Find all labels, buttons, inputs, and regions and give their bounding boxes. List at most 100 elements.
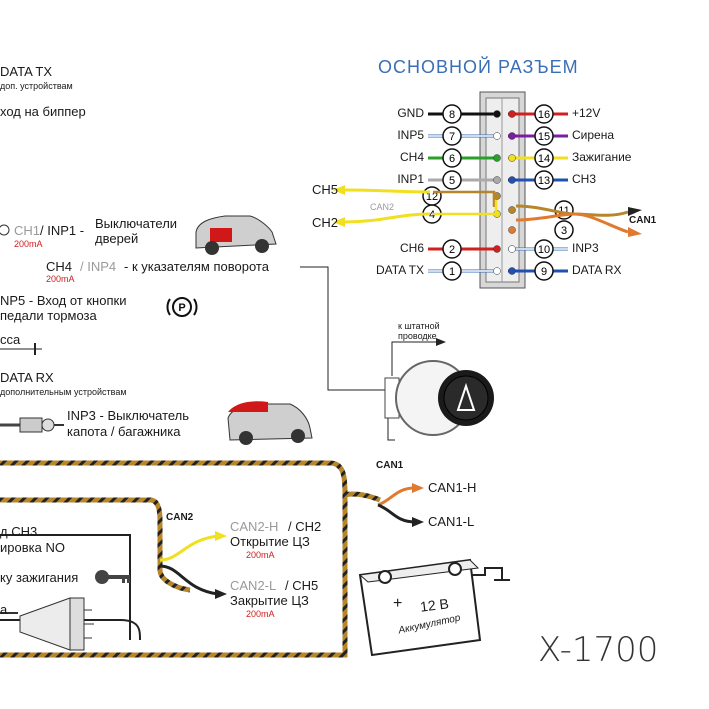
can2-title: CAN2 — [166, 512, 194, 523]
data-tx-label: DATA TX — [0, 64, 53, 79]
pin-1-marker — [442, 261, 462, 281]
pin-2-marker — [442, 239, 462, 259]
inp5-desc2: педали тормоза — [0, 308, 97, 323]
can2-h-current: 200mA — [246, 550, 275, 560]
ignition-key-icon — [95, 570, 130, 584]
pin-16-contact — [508, 110, 516, 118]
pin-label-13: CH3 — [572, 172, 597, 186]
pin-label-16: +12V — [572, 106, 601, 120]
can1-connector-label: CAN1 — [629, 215, 657, 226]
ch4-mid: / INP4 — [80, 259, 117, 274]
pin-label-14: Зажигание — [572, 150, 632, 164]
pin-label-1: DATA TX — [375, 263, 424, 277]
pin-6-contact — [493, 154, 501, 162]
can1-title: CAN1 — [376, 460, 404, 471]
pin-8-contact — [493, 110, 501, 118]
pin-3-number: 3 — [561, 225, 567, 237]
pin-15-marker — [534, 126, 554, 146]
pin-1-number: 1 — [449, 266, 455, 278]
can2-l-grey: CAN2-L — [230, 578, 277, 593]
pin-13-contact — [508, 176, 516, 184]
ch4-current: 200mA — [46, 274, 75, 284]
can2-l-desc: Закрытие ЦЗ — [230, 593, 309, 608]
inp3-desc2: капота / багажника — [67, 424, 181, 439]
pin-10-marker — [534, 239, 554, 259]
pin-12-number: 12 — [426, 191, 438, 203]
battery-plus: + — [393, 595, 403, 612]
pin-6-marker — [442, 148, 462, 168]
data-rx-sub: дополнительным устройствам — [0, 387, 127, 397]
ch1-mid: / INP1 - — [40, 223, 85, 238]
pin-9-marker — [534, 261, 554, 281]
parking-brake-icon: P — [166, 297, 198, 317]
pin-5-contact — [493, 176, 501, 184]
can2-h-grey: CAN2-H — [230, 519, 279, 534]
connector-body — [479, 91, 526, 289]
can2-l-current: 200mA — [246, 609, 275, 619]
door-switch-connector — [0, 224, 10, 236]
can2-h-desc: Открытие ЦЗ — [230, 534, 310, 549]
pin-8-number: 8 — [449, 109, 455, 121]
pin-11-contact — [508, 206, 516, 214]
ch5-label: CH5 — [312, 182, 339, 197]
data-tx-sub: доп. устройствам — [0, 81, 73, 91]
pin-11-number: 11 — [558, 205, 569, 217]
pin-5-marker — [442, 170, 462, 190]
pin-15-contact — [508, 132, 516, 140]
pin-6-number: 6 — [449, 153, 455, 165]
pin-13-marker — [534, 170, 554, 190]
pin-label-7: INP5 — [397, 128, 424, 142]
battery-voltage: 12 В — [419, 595, 450, 615]
can1-l-label: CAN1-L — [428, 514, 475, 529]
pin-2-contact — [493, 245, 501, 253]
led-indicator-module — [384, 360, 494, 436]
can2-l-black: / CH5 — [285, 578, 319, 593]
pin-14-marker — [534, 148, 554, 168]
can2-h-black: / CH2 — [288, 519, 322, 534]
pin-5-number: 5 — [449, 175, 455, 187]
pin-8-marker — [442, 104, 462, 124]
pin-9-number: 9 — [541, 266, 547, 278]
ch4-desc: - к указателям поворота — [124, 259, 269, 274]
wiring-note-1: к штатной — [398, 321, 440, 331]
ch1-desc1: Выключатели — [95, 216, 178, 231]
pin-2-number: 2 — [449, 244, 455, 256]
twisted-can-harness — [0, 460, 381, 658]
pin-10-contact — [508, 245, 516, 253]
inp3-desc1: INP3 - Выключатель — [67, 408, 190, 423]
ch1-prefix: CH1 — [14, 223, 41, 238]
pin-label-8: GND — [397, 106, 424, 120]
ground-text: сса — [0, 332, 21, 347]
pin-16-marker — [534, 104, 554, 124]
hood-switch-sensor — [0, 417, 64, 433]
pin-10-number: 10 — [538, 244, 550, 256]
can2-small-label: CAN2 — [370, 202, 395, 212]
pin-15-number: 15 — [538, 131, 550, 143]
ignition-desc: ку зажигания — [0, 570, 79, 585]
battery — [358, 558, 510, 657]
car-icon-doors — [195, 215, 277, 255]
ch1-desc2: дверей — [95, 231, 139, 246]
ch4-prefix: CH4 — [46, 259, 73, 274]
page-title: ОСНОВНОЙ РАЗЪЕМ — [378, 57, 579, 77]
pin-3-contact — [508, 226, 516, 234]
pin-4-number: 4 — [429, 209, 435, 221]
can2-block-wires — [159, 531, 227, 599]
pin-label-2: CH6 — [399, 241, 424, 255]
inp5-desc1: NP5 - Вход от кнопки — [0, 293, 127, 308]
can1-block-wires — [377, 483, 424, 527]
ch3-desc1: д CH3 — [0, 524, 38, 539]
pin-label-5: INP1 — [397, 172, 424, 186]
pin-7-contact — [493, 132, 501, 140]
pin-7-marker — [442, 126, 462, 146]
svg-text:P: P — [178, 302, 185, 314]
can1-h-label: CAN1-H — [428, 480, 477, 495]
ch4-wire — [300, 266, 446, 441]
ch1-current: 200mA — [14, 239, 43, 249]
siren-horn-icon — [0, 597, 94, 651]
pin-13-number: 13 — [538, 175, 550, 187]
pin-3-marker — [554, 220, 574, 240]
model-name: X-1700 — [538, 630, 659, 670]
